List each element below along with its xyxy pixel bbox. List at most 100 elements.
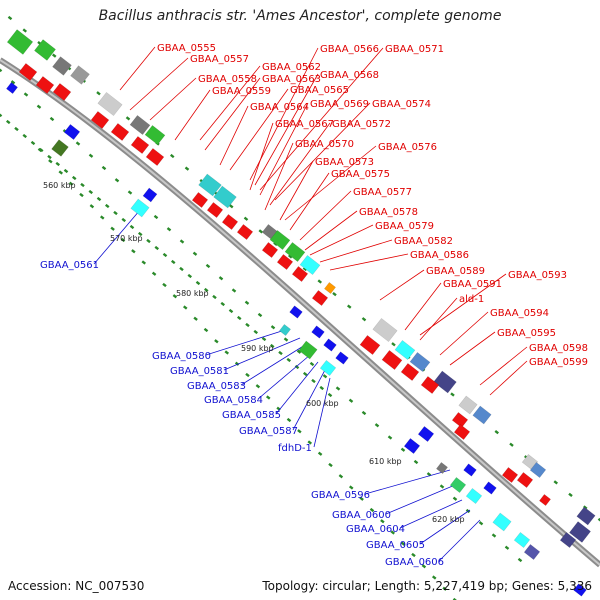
track-tick xyxy=(347,304,352,309)
track-tick xyxy=(195,280,201,286)
reverse-leader-line xyxy=(223,337,301,371)
track-tick xyxy=(89,204,95,209)
forward-gene-label: GBAA_0570 xyxy=(295,139,354,150)
track-tick xyxy=(203,327,209,333)
forward-leader-line xyxy=(404,282,442,331)
track-tick xyxy=(439,484,445,489)
track-tick xyxy=(72,175,77,181)
track-tick xyxy=(0,113,3,118)
track-tick xyxy=(68,181,74,186)
track-tick xyxy=(88,153,94,158)
reverse-gene-label: GBAA_0604 xyxy=(346,524,405,535)
track-tick xyxy=(214,339,219,344)
track-tick xyxy=(296,349,302,354)
gene-features xyxy=(6,29,596,597)
label-leader-lines xyxy=(93,46,528,562)
forward-gene-label: GBAA_0577 xyxy=(353,187,412,198)
track-tick xyxy=(270,325,276,330)
forward-gene-label: GBAA_0594 xyxy=(490,308,549,319)
track-tick xyxy=(583,505,588,510)
forward-leader-line xyxy=(319,239,393,263)
reverse-gene-feature xyxy=(6,82,18,94)
track-tick xyxy=(317,279,322,284)
track-tick xyxy=(171,259,176,265)
forward-leader-line xyxy=(174,89,211,141)
track-tick xyxy=(79,192,84,198)
track-tick xyxy=(309,361,315,367)
forward-gene-feature xyxy=(458,395,478,415)
forward-gene-label: GBAA_0576 xyxy=(378,142,437,153)
track-tick xyxy=(125,116,131,121)
forward-gene-feature xyxy=(261,242,279,258)
reverse-gene-feature xyxy=(403,438,421,454)
forward-leader-line xyxy=(309,224,374,256)
track-tick xyxy=(58,170,63,175)
forward-gene-feature xyxy=(516,472,534,488)
reverse-gene-label: GBAA_0587 xyxy=(239,426,298,437)
track-tick xyxy=(146,238,151,244)
track-tick xyxy=(138,231,143,237)
reverse-gene-feature xyxy=(311,325,325,339)
forward-gene-feature xyxy=(52,56,72,76)
forward-gene-label: GBAA_0557 xyxy=(190,54,249,65)
forward-gene-label: GBAA_0574 xyxy=(372,99,431,110)
reverse-leader-line xyxy=(385,484,456,515)
reverse-gene-feature xyxy=(523,544,541,560)
track-tick xyxy=(509,442,514,447)
track-tick xyxy=(335,386,341,391)
track-tick xyxy=(47,154,52,160)
reverse-gene-feature xyxy=(289,305,303,319)
track-tick xyxy=(170,153,175,159)
forward-gene-feature xyxy=(576,506,596,526)
track-tick xyxy=(218,276,224,281)
track-tick xyxy=(494,430,499,435)
forward-gene-feature xyxy=(472,405,492,425)
track-tick xyxy=(120,237,126,243)
track-tick xyxy=(63,168,69,174)
track-tick xyxy=(359,496,364,501)
track-tick xyxy=(193,316,198,321)
reverse-leader-line xyxy=(313,377,331,448)
reverse-gene-feature xyxy=(335,351,349,365)
track-tick xyxy=(96,196,102,202)
reverse-gene-feature xyxy=(51,139,69,157)
reverse-leader-line xyxy=(93,209,141,265)
forward-gene-feature xyxy=(276,254,294,270)
track-tick xyxy=(244,300,250,305)
track-tick xyxy=(319,385,324,391)
reverse-gene-label: GBAA_0605 xyxy=(366,540,425,551)
forward-leader-line xyxy=(419,297,458,341)
forward-gene-feature xyxy=(539,494,551,506)
track-tick xyxy=(49,116,55,122)
forward-leader-line xyxy=(249,122,274,191)
forward-gene-label: GBAA_0575 xyxy=(331,169,390,180)
reverse-gene-label: GBAA_0561 xyxy=(40,260,99,271)
track-tick xyxy=(369,507,375,513)
track-tick xyxy=(278,350,283,356)
track-tick xyxy=(426,472,432,477)
forward-gene-feature xyxy=(420,376,440,394)
forward-gene-feature xyxy=(433,370,457,394)
reverse-leader-line xyxy=(419,509,471,545)
track-tick xyxy=(39,147,44,153)
scale-label: 620 kbp xyxy=(432,515,465,524)
forward-gene-feature xyxy=(198,173,222,197)
forward-gene-label: GBAA_0563 xyxy=(262,74,321,85)
forward-gene-feature xyxy=(145,148,165,166)
track-tick xyxy=(234,361,240,366)
forward-gene-label: GBAA_0578 xyxy=(359,207,418,218)
reverse-gene-label: GBAA_0606 xyxy=(385,557,444,568)
reverse-gene-label: GBAA_0596 xyxy=(311,490,370,501)
track-tick xyxy=(52,53,57,58)
track-tick xyxy=(349,485,354,490)
forward-gene-feature xyxy=(359,334,381,356)
track-tick xyxy=(322,374,328,379)
track-tick xyxy=(141,260,146,265)
track-tick xyxy=(400,541,406,546)
track-tick xyxy=(411,552,416,558)
track-tick xyxy=(96,91,101,96)
reverse-leader-line xyxy=(240,344,306,386)
track-tick xyxy=(224,350,229,355)
